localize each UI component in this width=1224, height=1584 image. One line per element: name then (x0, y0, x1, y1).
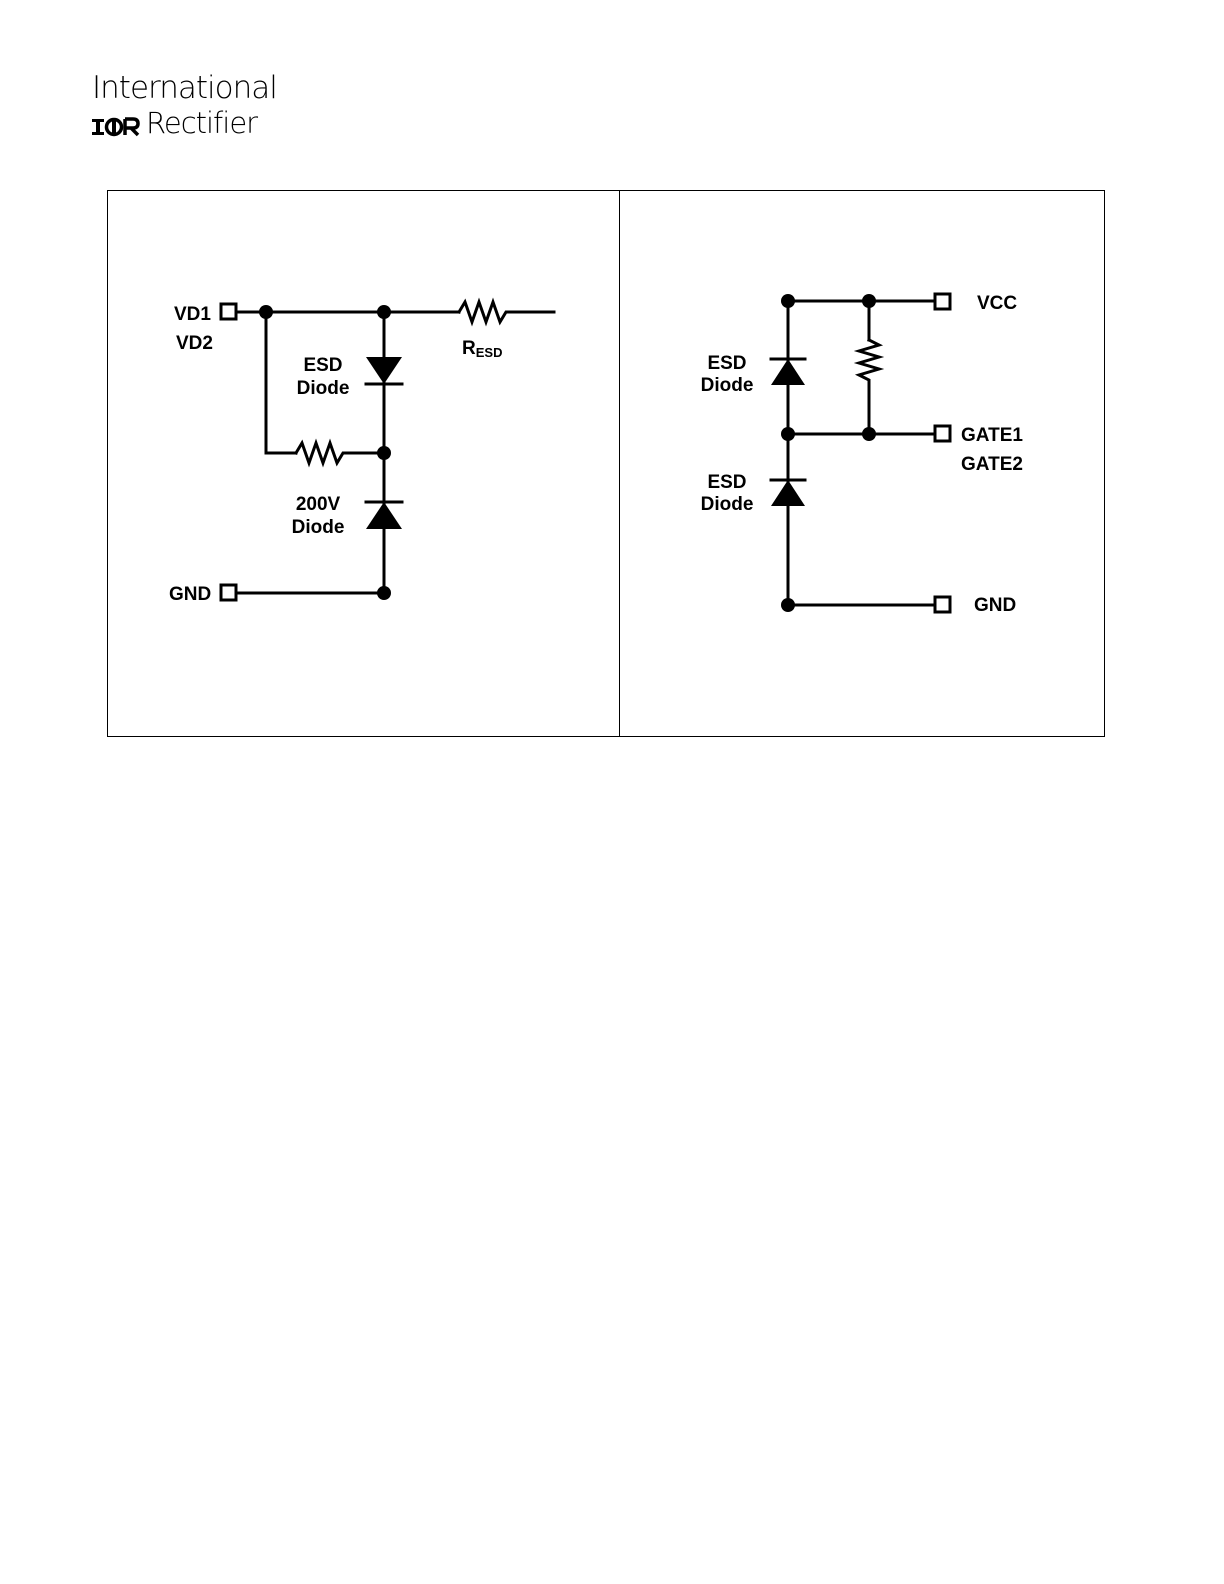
vd-pin-pad (219, 302, 238, 321)
bias-resistor (293, 438, 386, 468)
right-esd-circuit (769, 292, 952, 614)
label-esd-top-l2: Diode (701, 375, 754, 396)
logo-text-rectifier: Rectifier (146, 106, 258, 140)
gnd-pin-pad (219, 583, 238, 602)
label-vcc: VCC (977, 293, 1017, 314)
ior-logo-mark-icon (92, 117, 140, 137)
label-r-esd: RESD (462, 338, 502, 360)
esd-diode-symbol (364, 357, 404, 386)
junction-dot (781, 598, 795, 612)
panel-divider (619, 191, 620, 736)
junction-dot (781, 294, 795, 308)
company-logo: International Rectifier (90, 70, 278, 140)
logo-text-international: International (92, 70, 278, 106)
junction-dot (862, 294, 876, 308)
label-zener-l2: Diode (292, 517, 345, 538)
junction-dot (377, 446, 391, 460)
right-gnd-pin-pad (933, 595, 952, 614)
label-gnd-right: GND (974, 595, 1016, 616)
label-gnd-left: GND (169, 584, 211, 605)
esd-diode-bottom-symbol (769, 478, 807, 506)
junction-dot (862, 427, 876, 441)
junction-dot (377, 305, 391, 319)
junction-dot (781, 427, 795, 441)
label-esd-top-l1: ESD (707, 353, 746, 374)
junction-dot (259, 305, 273, 319)
r-esd-resistor (456, 297, 556, 327)
label-vd1: VD1 (174, 304, 211, 325)
schematic-frame (107, 190, 1105, 737)
label-gate1: GATE1 (961, 425, 1023, 446)
label-zener-l1: 200V (296, 494, 341, 515)
label-esd-diode-l2: Diode (297, 378, 350, 399)
esd-diode-top-symbol (769, 357, 807, 385)
junction-dot (377, 586, 391, 600)
label-esd-bottom-l1: ESD (707, 472, 746, 493)
label-gate2: GATE2 (961, 454, 1023, 475)
label-vd2: VD2 (176, 333, 213, 354)
gate-pullup-resistor (853, 337, 885, 436)
gate-pin-pad (933, 424, 952, 443)
label-esd-bottom-l2: Diode (701, 494, 754, 515)
zener-diode-symbol (364, 500, 404, 529)
vcc-pin-pad (933, 292, 952, 311)
label-esd-diode-l1: ESD (303, 355, 342, 376)
